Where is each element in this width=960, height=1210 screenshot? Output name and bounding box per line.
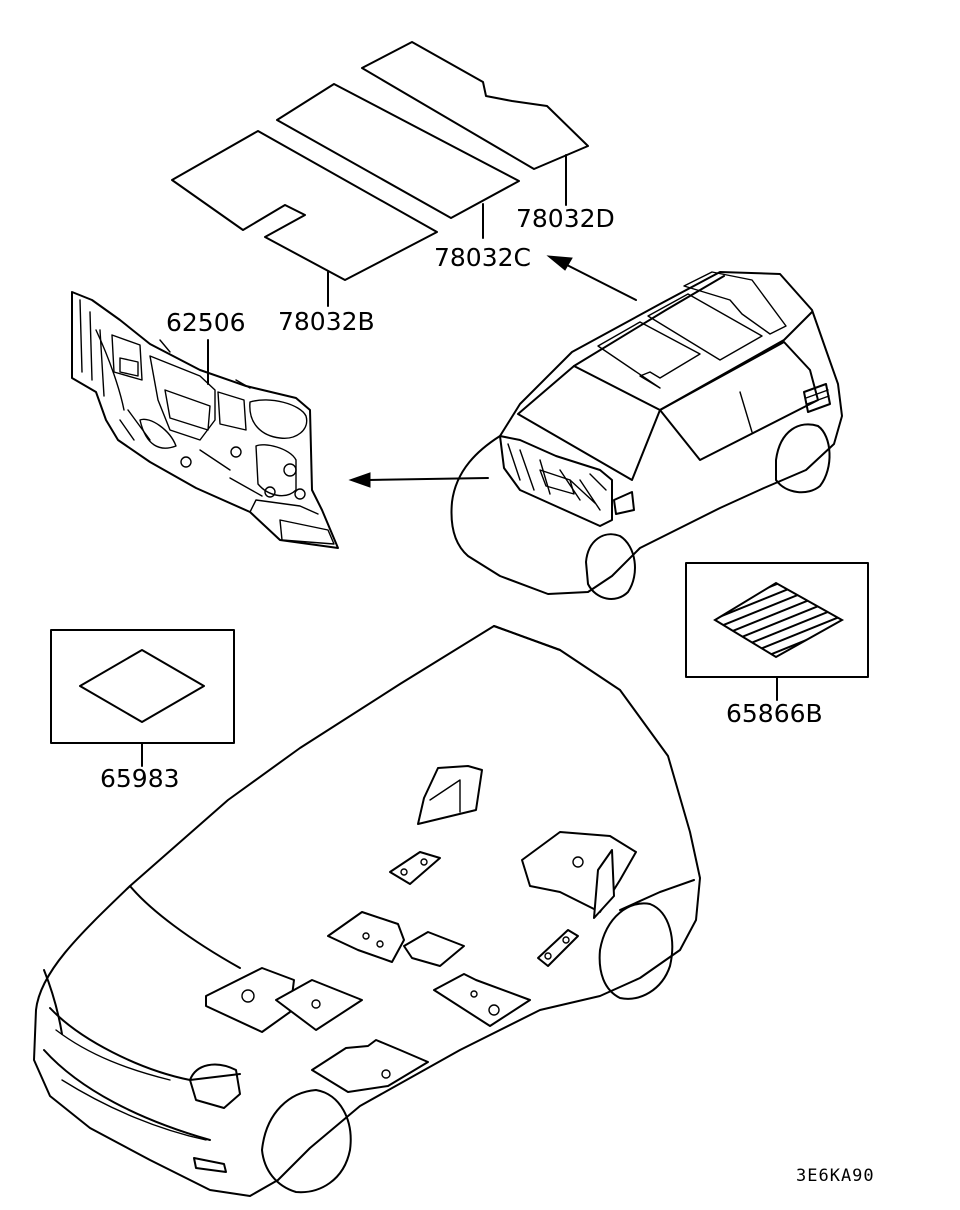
- diagram-code: 3E6KA90: [796, 1166, 875, 1186]
- arrow-roof: [546, 255, 637, 301]
- floor-pad-5[interactable]: [327, 911, 405, 963]
- floor-pad-1[interactable]: [417, 765, 483, 825]
- floor-pad-3[interactable]: [521, 831, 637, 913]
- label-78032c: 78032C: [434, 243, 531, 272]
- roof-pad-78032b[interactable]: [171, 130, 438, 307]
- floor-pad-7[interactable]: [537, 929, 579, 967]
- roof-pad-78032d[interactable]: [361, 41, 589, 206]
- floor-pad-8[interactable]: [205, 967, 295, 1033]
- roof-pad-78032c[interactable]: [276, 83, 520, 239]
- lower-car: [33, 625, 701, 1197]
- floor-pad-2[interactable]: [389, 851, 441, 885]
- label-62506: 62506: [166, 308, 246, 337]
- floor-pad-9[interactable]: [275, 979, 363, 1031]
- label-65866b: 65866B: [726, 699, 823, 728]
- upper-car: [450, 271, 843, 600]
- floor-pad-10[interactable]: [433, 973, 531, 1027]
- label-78032b: 78032B: [278, 307, 375, 336]
- label-78032d: 78032D: [516, 204, 615, 233]
- floor-pad-4[interactable]: [593, 849, 615, 919]
- plain-pad-icon: [79, 649, 205, 723]
- hatched-pad-icon: [713, 581, 845, 659]
- arrow-dash: [348, 472, 489, 488]
- box-65983[interactable]: [50, 629, 235, 767]
- box-65866b[interactable]: [685, 562, 869, 701]
- dash-silencer-62506[interactable]: [71, 291, 339, 549]
- floor-pad-6[interactable]: [403, 931, 465, 967]
- label-65983: 65983: [100, 764, 180, 793]
- floor-pad-11[interactable]: [311, 1039, 429, 1093]
